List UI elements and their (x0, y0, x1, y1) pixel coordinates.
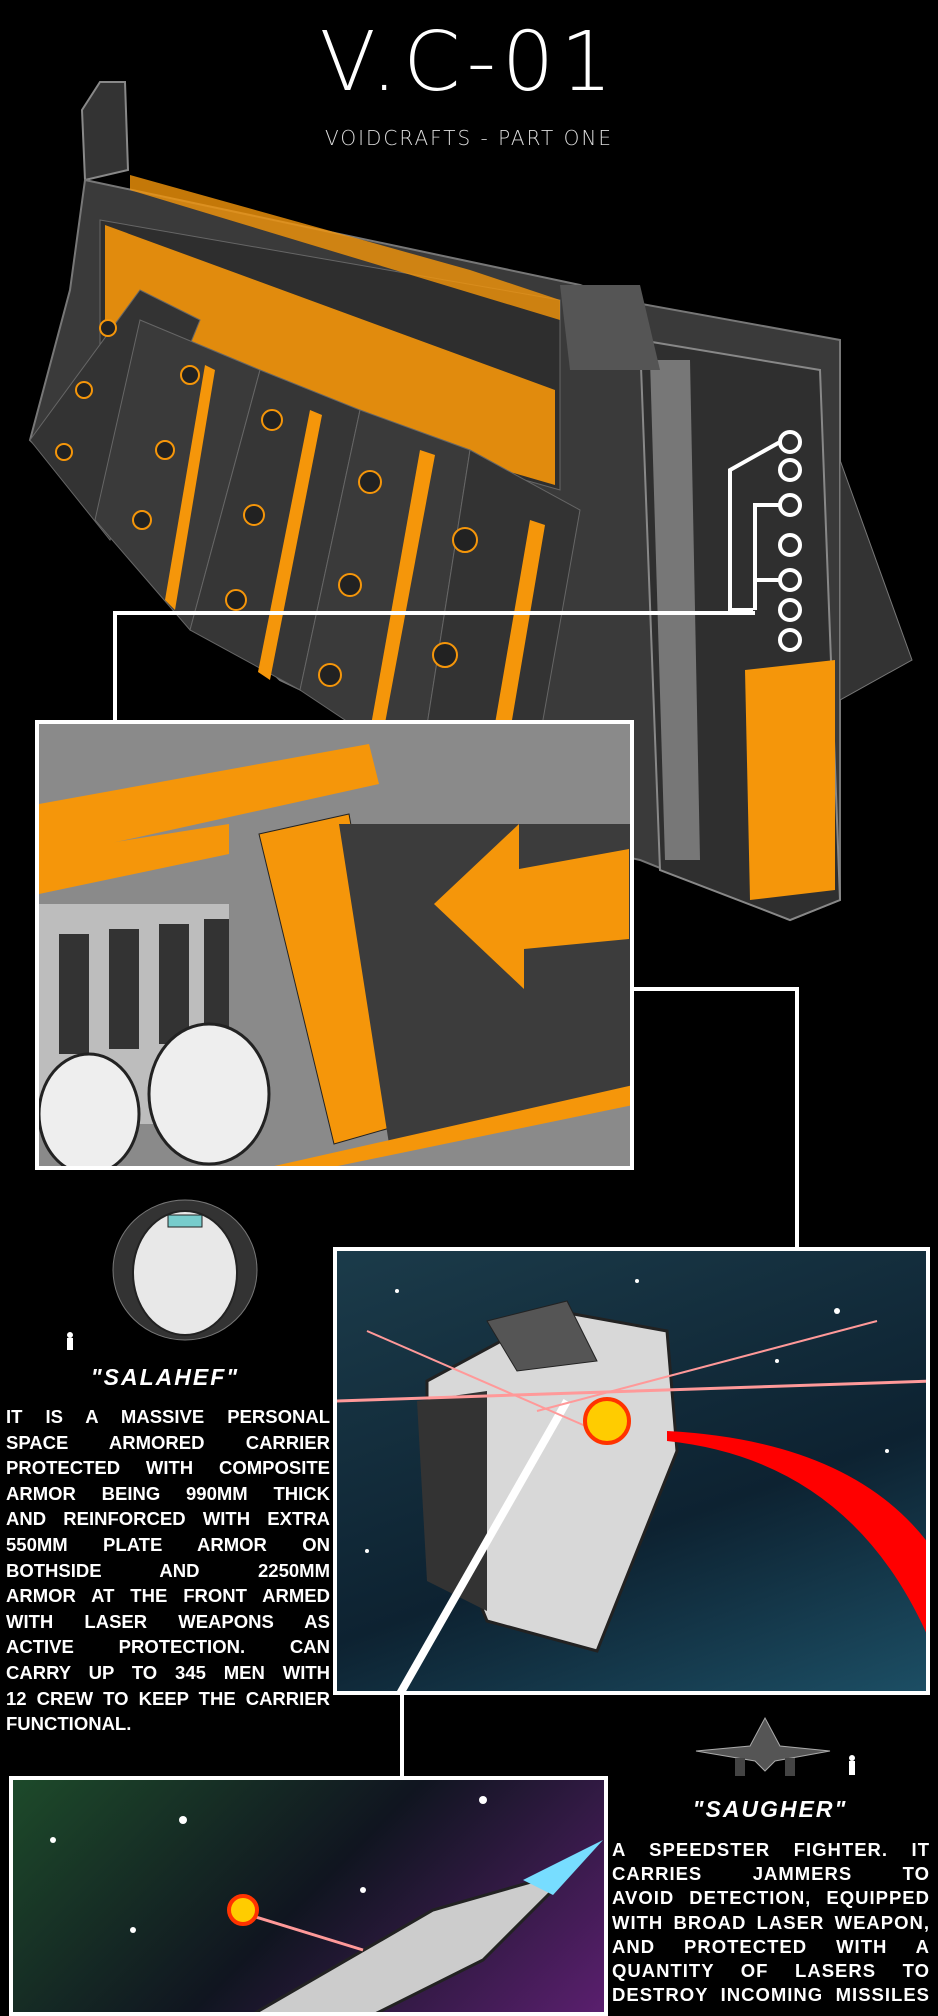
hangar-closeup-panel (35, 720, 634, 1170)
description-line: A SPEEDSTER FIGHTER. IT (612, 1839, 930, 1860)
page-subtitle: VOIDCRAFTS - PART ONE (325, 126, 613, 150)
description-line: 12 CREW TO KEEP THE CARRIER (6, 1687, 330, 1709)
salahef-name: "SALAHEF" (90, 1364, 240, 1390)
space-combat-illustration (337, 1279, 926, 1691)
salahef-combat-panel (333, 1247, 930, 1695)
description-line: CARRIES JAMMERS TO (612, 1863, 930, 1885)
description-line: AND PROTECTED WITH A (612, 1935, 930, 1957)
description-line: QUANTITY OF LASERS TO (612, 1960, 930, 1982)
salahef-description: IT IS A MASSIVE PERSONAL SPACE ARMORED C… (6, 1404, 330, 1737)
description-line: ARMOR AT THE FRONT ARMED (6, 1585, 330, 1607)
description-line: 550MM PLATE ARMOR ON (6, 1533, 330, 1555)
hangar-illustration (39, 724, 630, 1166)
description-line: DESTROY INCOMING MISSILES (612, 1984, 930, 2006)
description-line: WITH LASER WEAPONS AS (6, 1610, 330, 1632)
salahef-carrier-icon (67, 1199, 258, 1350)
connector-line (795, 987, 799, 1250)
fighter-illustration (50, 1796, 603, 2012)
connector-line (400, 1693, 404, 1778)
description-line: BOTHSIDE AND 2250MM (6, 1559, 330, 1581)
saugher-name: "SAUGHER" (692, 1796, 848, 1822)
description-line: SPACE ARMORED CARRIER (6, 1431, 330, 1453)
description-line: IT IS A MASSIVE PERSONAL (6, 1406, 330, 1427)
description-line: AVOID DETECTION, EQUIPPED (612, 1887, 930, 1909)
connector-line (113, 611, 755, 615)
saugher-description: A SPEEDSTER FIGHTER. IT CARRIES JAMMERS … (612, 1838, 930, 2007)
description-line: FUNCTIONAL. (6, 1713, 132, 1735)
connector-line (113, 611, 117, 723)
saugher-combat-panel (9, 1776, 608, 2016)
page-title: V.C-01 (319, 15, 619, 110)
description-line: ARMOR BEING 990MM THICK (6, 1482, 330, 1504)
description-line: AND REINFORCED WITH EXTRA (6, 1508, 330, 1530)
description-line: PROTECTED WITH COMPOSITE (6, 1457, 330, 1479)
carrier-ship-illustration (28, 81, 913, 922)
description-line: CARRY UP TO 345 MEN WITH (6, 1661, 330, 1683)
saugher-fighter-icon (695, 1716, 855, 1776)
description-line: WITH BROAD LASER WEAPON, (612, 1911, 930, 1933)
ship-hull (28, 81, 913, 922)
description-line: ACTIVE PROTECTION. CAN (6, 1636, 330, 1658)
connector-line (631, 987, 799, 991)
circuit-callout-icon (728, 430, 802, 652)
